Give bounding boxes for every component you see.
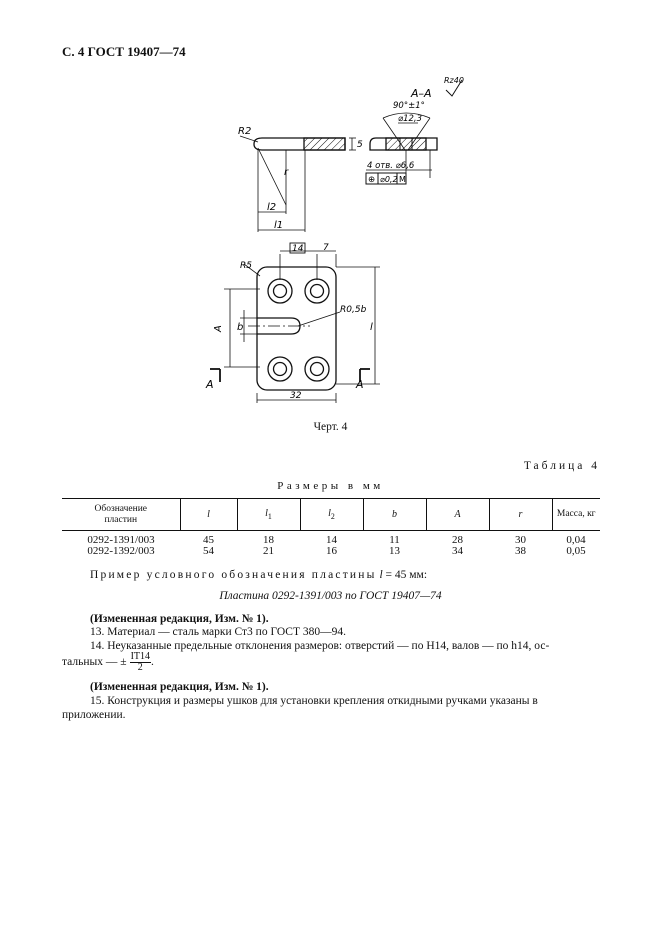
angle-label: 90°±1° [393,101,425,111]
dim-14-label: 14 [292,244,304,254]
technical-drawing: R2 r l2 l1 5 А–А Rz40 90°±1° ⌀12,3 4 отв… [205,76,464,403]
dim-b-label: b [237,322,243,333]
dim-A-label: A [213,325,224,333]
plan-view [210,242,380,403]
table-row: 0292-1392/003 54 21 16 13 34 38 0,05 [87,545,586,557]
dim-r-label: r [284,167,289,178]
example-designation: Пластина 0292-1391/003 по ГОСТ 19407—74 [219,590,442,602]
col-r: r [488,498,552,531]
amendment-note-2: (Измененная редакция, Изм. № 1). [90,681,269,693]
col-mass: Масса, кг [551,498,600,531]
col-A: A [425,498,489,531]
example-intro: Пример условного обозначения пластины l … [90,569,428,581]
page-header: С. 4 ГОСТ 19407—74 [62,44,186,59]
table-subtitle: Размеры в мм [277,480,384,492]
dim-7-label: 7 [323,243,329,253]
paragraph-15-line2: приложении. [62,709,126,721]
paragraph-13: 13. Материал — сталь марки Ст3 по ГОСТ 3… [90,626,346,638]
tol-symbol: ⊕ [368,175,375,185]
col-l2: l2 [299,498,363,531]
col-designation: Обозначение пластин [62,498,180,531]
amendment-note-1: (Измененная редакция, Изм. № 1). [90,613,269,625]
dim-l-label: l [370,322,373,333]
cut-A-left: A [205,378,214,391]
table-header-row: Обозначение пластин l l1 l2 b A r Масса,… [62,498,600,531]
section-view [365,79,463,185]
col-l1: l1 [236,498,300,531]
col-designation-line1: Обозначение [94,504,148,515]
tol-modifier: М [399,175,406,184]
dim-R5-label: R5 [240,261,252,271]
roughness-label: Rz40 [444,76,464,85]
paragraph-15-line1: 15. Конструкция и размеры ушков для уста… [90,695,538,707]
figure-caption: Черт. 4 [313,421,348,433]
table-row: 0292-1391/003 45 18 14 11 28 30 0,04 [87,534,586,546]
dim-32-label: 32 [290,391,302,401]
dim-l1-label: l1 [274,220,283,231]
holes-note: 4 отв. ⌀6,6 [367,161,415,171]
dim-l2-label: l2 [267,202,276,213]
dim-5-label: 5 [357,140,363,150]
side-view [239,135,356,232]
table-title: Таблица 4 [523,460,600,472]
bore-label: ⌀12,3 [398,114,422,124]
col-designation-line2: пластин [104,514,138,525]
dim-R2-label: R2 [238,126,251,137]
dimensions-table: Обозначение пластин l l1 l2 b A r Масса,… [62,498,600,557]
tol-value: ⌀0,2 [380,175,398,184]
paragraph-14-line1: 14. Неуказанные предельные отклонения ра… [90,640,550,652]
dim-R05b-label: R0,5b [340,305,367,315]
col-b: b [362,498,426,531]
cut-A-right: A [355,378,364,391]
col-l: l [179,498,237,531]
section-label: А–А [410,87,432,100]
